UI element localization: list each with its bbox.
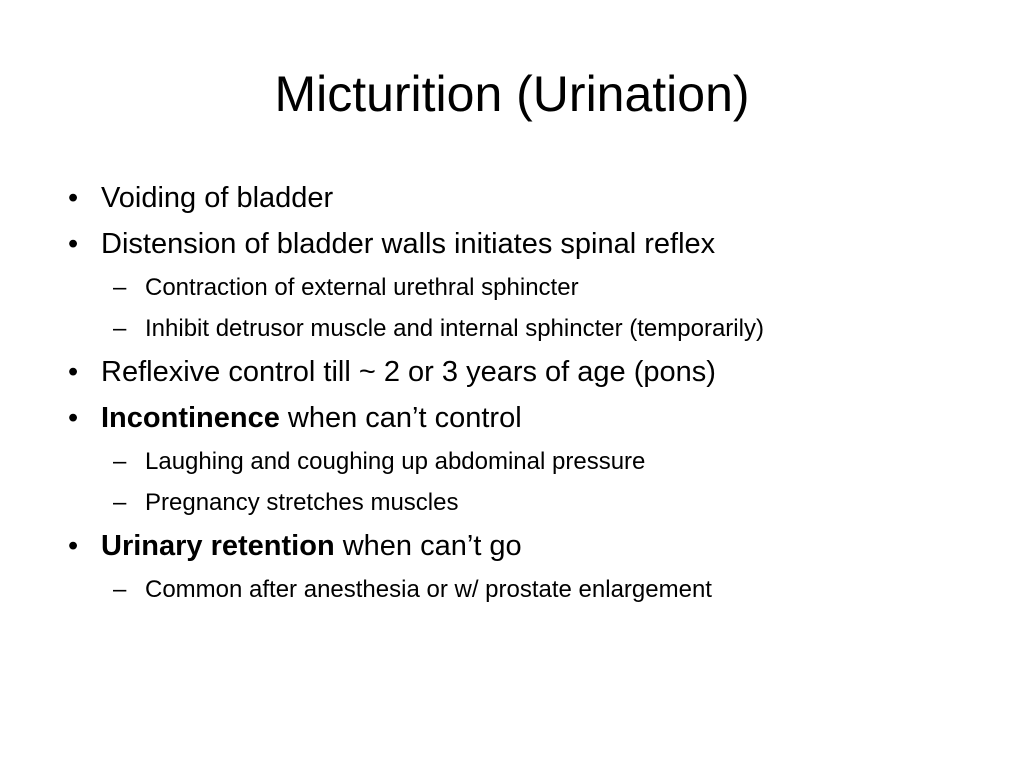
sub-bullet-item: – Common after anesthesia or w/ prostate… bbox=[113, 574, 968, 605]
sub-bullet-item: – Contraction of external urethral sphin… bbox=[113, 272, 968, 303]
bullet-item: • Reflexive control till ~ 2 or 3 years … bbox=[68, 354, 968, 390]
sub-bullet-text: Pregnancy stretches muscles bbox=[145, 489, 459, 516]
dash-icon: – bbox=[113, 576, 127, 603]
bullet-text: Voiding of bladder bbox=[101, 182, 334, 214]
sub-bullet-item: – Pregnancy stretches muscles bbox=[113, 487, 968, 518]
bullet-list: • Voiding of bladder • Distension of bla… bbox=[68, 180, 968, 615]
bullet-item: • Incontinence when can’t control bbox=[68, 400, 968, 436]
bullet-dot-icon: • bbox=[68, 530, 79, 562]
bullet-dot-icon: • bbox=[68, 356, 79, 388]
bullet-item: • Urinary retention when can’t go bbox=[68, 528, 968, 564]
bullet-bold-term: Incontinence bbox=[101, 402, 280, 434]
dash-icon: – bbox=[113, 448, 127, 475]
slide-title: Micturition (Urination) bbox=[274, 66, 750, 122]
dash-icon: – bbox=[113, 489, 127, 516]
sub-bullet-text: Inhibit detrusor muscle and internal sph… bbox=[145, 315, 764, 342]
bullet-dot-icon: • bbox=[68, 402, 79, 434]
bullet-dot-icon: • bbox=[68, 182, 79, 214]
bullet-text: when can’t control bbox=[279, 402, 522, 434]
dash-icon: – bbox=[113, 274, 127, 301]
bullet-text: when can’t go bbox=[334, 530, 522, 562]
bullet-dot-icon: • bbox=[68, 228, 79, 260]
bullet-text: Distension of bladder walls initiates sp… bbox=[101, 228, 716, 260]
bullet-bold-term: Urinary retention bbox=[101, 530, 335, 562]
bullet-text: Reflexive control till ~ 2 or 3 years of… bbox=[101, 356, 716, 388]
bullet-item: • Distension of bladder walls initiates … bbox=[68, 226, 968, 262]
sub-bullet-item: – Inhibit detrusor muscle and internal s… bbox=[113, 313, 785, 344]
sub-bullet-text: Common after anesthesia or w/ prostate e… bbox=[145, 576, 712, 603]
bullet-item: • Voiding of bladder bbox=[68, 180, 968, 216]
sub-bullet-text: Laughing and coughing up abdominal press… bbox=[145, 448, 646, 475]
sub-bullet-item: – Laughing and coughing up abdominal pre… bbox=[113, 446, 968, 477]
sub-bullet-text: Contraction of external urethral sphinct… bbox=[145, 274, 579, 301]
dash-icon: – bbox=[113, 315, 127, 342]
